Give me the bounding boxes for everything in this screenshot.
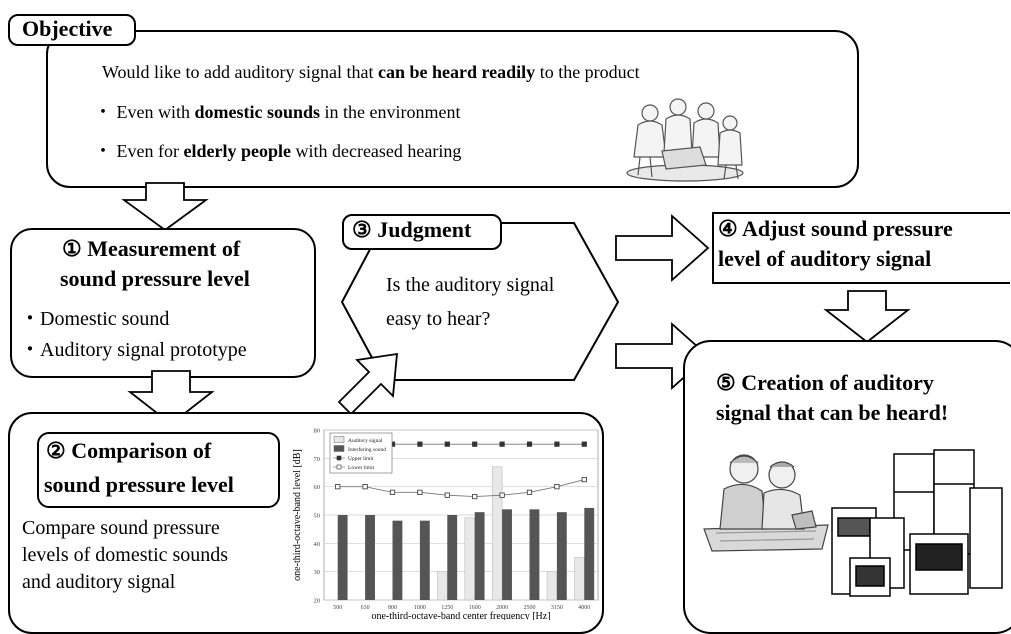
step2-desc-line2: levels of domestic sounds [22, 544, 229, 566]
marker-lower-limit [472, 493, 478, 500]
x-tick-label: 500 [333, 605, 342, 611]
arrow-comparison-to-judgment [337, 352, 399, 416]
marker-lower-limit [526, 489, 533, 495]
legend-swatch-interfering-sound [333, 445, 345, 452]
legend-swatch-upper-limit [336, 455, 342, 461]
bar-auditory-signal [491, 466, 503, 601]
step4-line1: ④ Adjust sound pressure [718, 216, 953, 241]
bar-interfering-sound [474, 512, 485, 600]
arrow-judgment-to-adjust [615, 214, 710, 283]
marker-lower-limit [417, 489, 423, 495]
bar-interfering-sound [556, 512, 567, 600]
line-lower-limit [337, 479, 585, 498]
bar-interfering-sound [529, 509, 540, 600]
objective-box [46, 30, 859, 188]
bar-interfering-sound [419, 520, 430, 600]
step5-line2: signal that can be heard! [716, 400, 949, 425]
objective-bullet-elderly: ・ Even for elderly people with decreased… [94, 141, 462, 161]
step3-question-line2: easy to hear? [386, 308, 491, 330]
bar-auditory-signal [464, 517, 475, 601]
x-tick-label: 4000 [578, 605, 590, 611]
marker-upper-limit [417, 441, 423, 447]
marker-lower-limit [444, 492, 450, 498]
marker-lower-limit [389, 489, 396, 495]
y-tick-label: 30 [314, 569, 321, 576]
step2-desc-line1: Compare sound pressure [22, 517, 220, 539]
objective-line1: Would like to add auditory signal that c… [102, 62, 640, 82]
arrow-adjust-to-creation [823, 290, 911, 344]
bar-interfering-sound [447, 515, 458, 600]
business-people-meeting-icon [626, 98, 744, 182]
marker-upper-limit [554, 441, 560, 447]
x-tick-label: 800 [388, 605, 397, 611]
y-tick-label: 60 [314, 484, 321, 491]
y-axis-title: one-third-octave-band level [dB] [292, 449, 303, 581]
legend-label: Upper limit [348, 456, 374, 462]
x-axis-title: one-third-octave-band center frequency [… [371, 611, 550, 620]
step2-title-line1: ② Comparison of [46, 438, 212, 463]
legend-swatch-auditory-signal [333, 436, 345, 443]
marker-upper-limit [581, 441, 587, 447]
objective-bullet-domestic: ・ Even with domestic sounds in the envir… [94, 102, 461, 122]
x-tick-label: 1000 [414, 605, 426, 611]
step1-item-domestic: ・Domestic sound [20, 308, 170, 330]
step3-label: ③ Judgment [352, 217, 472, 242]
y-tick-label: 80 [314, 428, 321, 435]
x-tick-label: 2000 [496, 605, 508, 611]
bar-interfering-sound [337, 515, 348, 600]
marker-upper-limit [444, 441, 450, 447]
step2-title-line2: sound pressure level [44, 472, 234, 497]
step3-label-box [342, 214, 502, 250]
legend-label: Lower limit [348, 465, 375, 471]
arrow-objective-to-measurement [121, 182, 209, 232]
x-tick-label: 1250 [441, 605, 453, 611]
y-tick-label: 70 [314, 456, 321, 463]
step2-title-box [37, 432, 280, 508]
objective-label: Objective [22, 16, 113, 41]
step1-box [10, 228, 316, 378]
legend-swatch-lower-limit [336, 464, 342, 470]
x-tick-label: 2500 [524, 605, 536, 611]
marker-lower-limit [499, 492, 505, 498]
home-appliances-icon [831, 449, 1003, 597]
marker-lower-limit [554, 484, 560, 490]
step4-line2: level of auditory signal [718, 246, 932, 271]
objective-label-box [8, 14, 136, 46]
bar-interfering-sound [502, 509, 512, 600]
step3-question-line1: Is the auditory signal [386, 274, 555, 296]
elderly-couple-picnic-icon [703, 454, 829, 552]
marker-lower-limit [362, 484, 368, 490]
bar-auditory-signal [574, 557, 585, 601]
bar-interfering-sound [584, 507, 595, 600]
step2-desc-line3: and auditory signal [22, 571, 176, 593]
step4-box [712, 212, 1010, 284]
marker-upper-limit [472, 441, 478, 447]
x-tick-label: 3150 [551, 605, 563, 611]
marker-lower-limit [335, 484, 341, 490]
marker-upper-limit [526, 441, 533, 447]
arrow-measurement-to-comparison [127, 370, 215, 426]
bar-interfering-sound [392, 520, 403, 600]
bar-interfering-sound [365, 515, 375, 600]
sound-level-chart: 20 30 40 50 60 70 80 500 630 800 1000 1250 1600 2000 2… [292, 428, 599, 620]
marker-upper-limit [499, 441, 505, 447]
step5-line1: ⑤ Creation of auditory [716, 370, 934, 395]
x-tick-label: 630 [361, 605, 370, 611]
bar-auditory-signal [437, 571, 448, 601]
legend-label: Auditory signal [348, 438, 383, 444]
legend-label: Interfering sound [348, 446, 386, 453]
step1-title-line2: sound pressure level [60, 266, 250, 291]
step1-item-prototype: ・Auditory signal prototype [20, 339, 247, 361]
bar-auditory-signal [546, 571, 558, 601]
y-tick-label: 40 [314, 541, 321, 548]
marker-lower-limit [581, 476, 587, 483]
y-tick-label: 20 [314, 598, 321, 605]
y-tick-label: 50 [314, 513, 321, 520]
judgment-hexagon [340, 222, 620, 381]
step1-title-line1: ① Measurement of [62, 236, 241, 261]
x-tick-label: 1600 [469, 605, 481, 611]
